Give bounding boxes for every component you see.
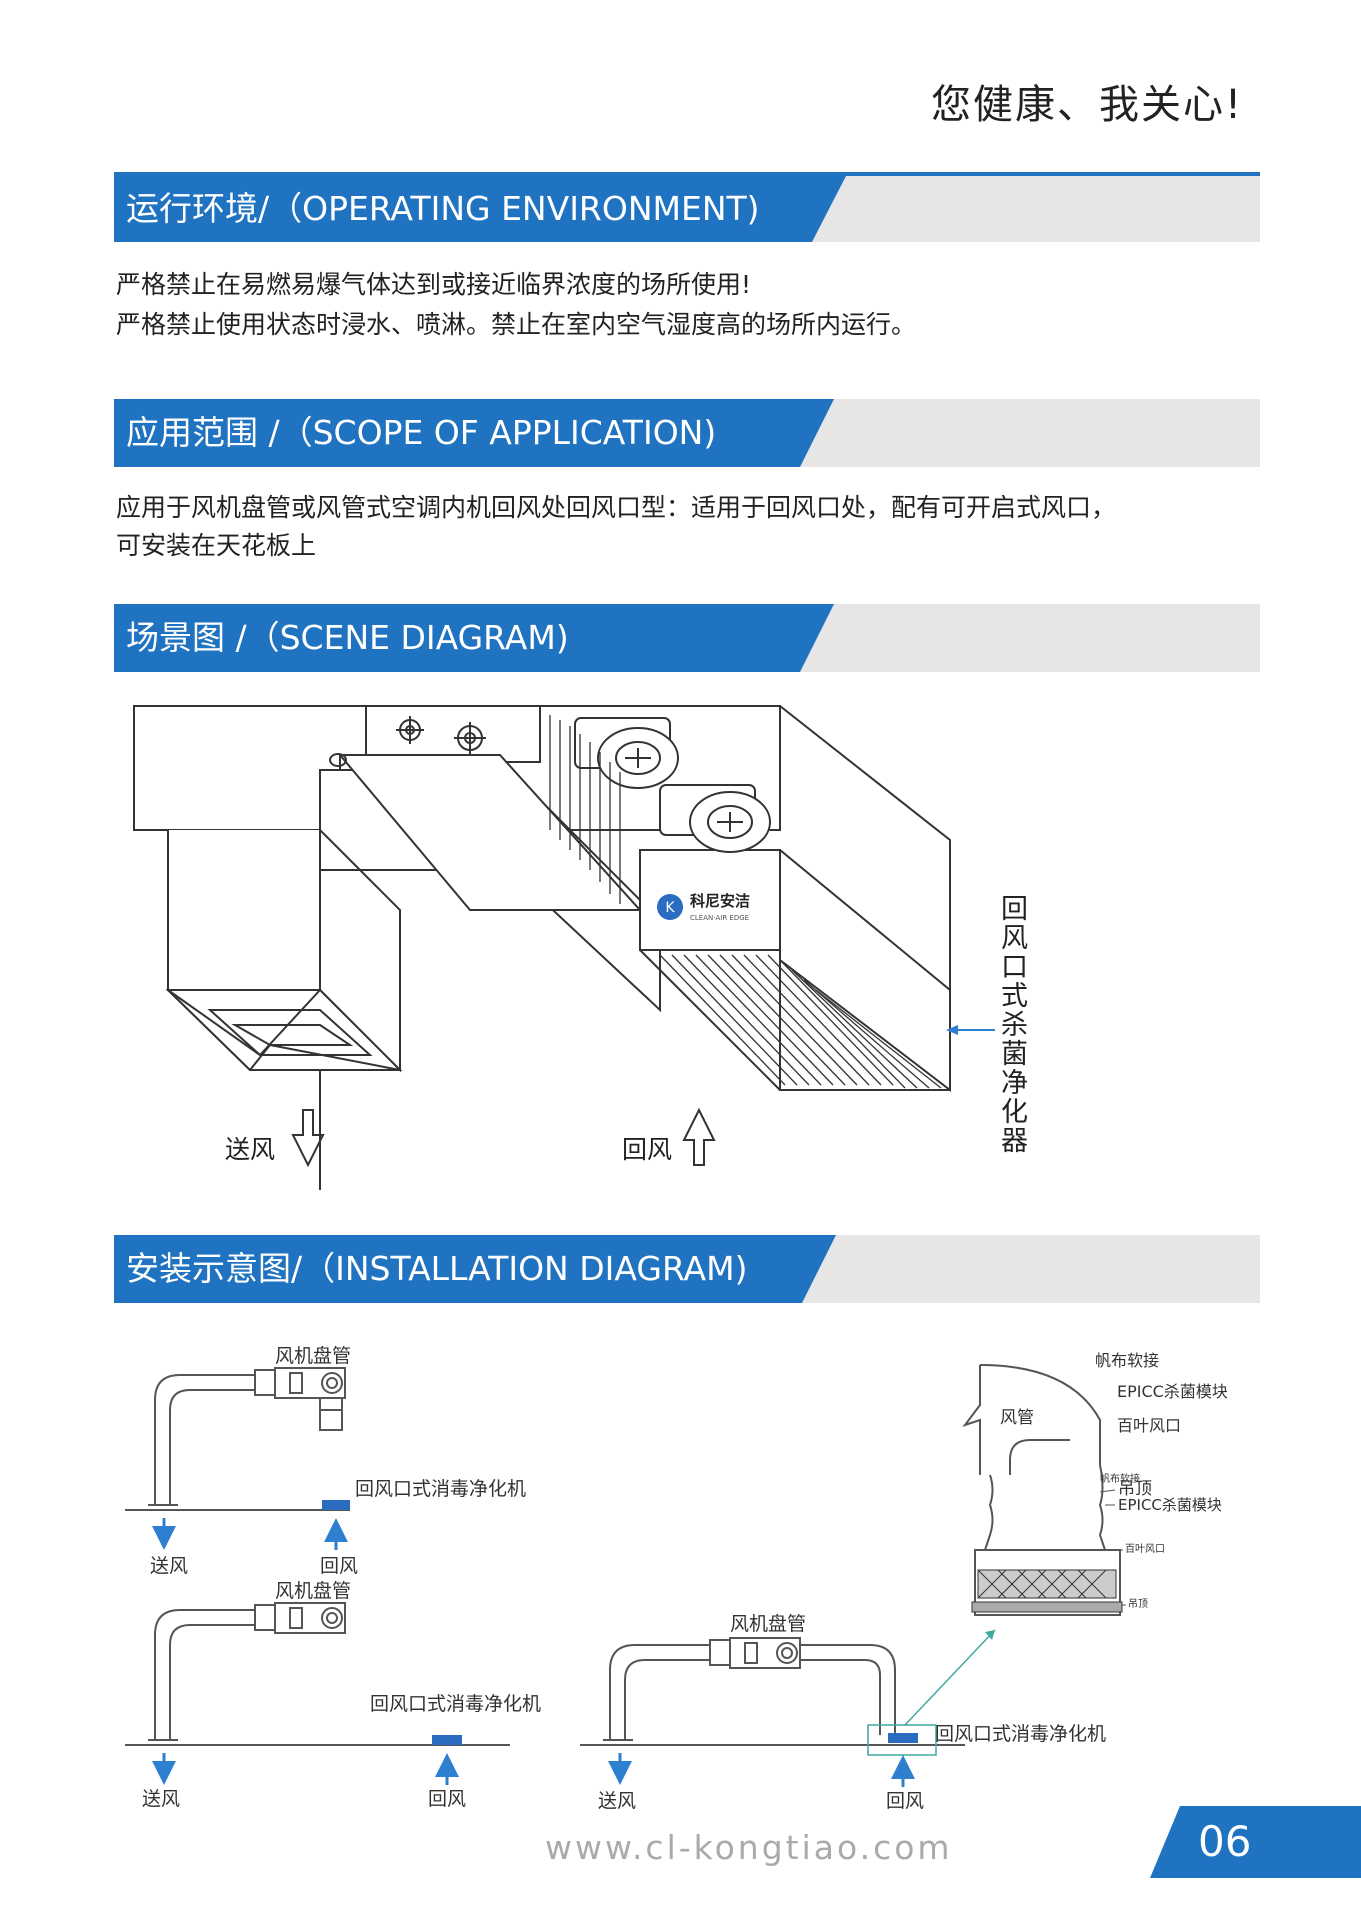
purifier-label-1: 回风口式消毒净化机 bbox=[355, 1478, 526, 1500]
section-header-scope: 应用范围 /（SCOPE OF APPLICATION) bbox=[114, 399, 1260, 467]
fan-coil-label-3: 风机盘管 bbox=[730, 1613, 806, 1635]
return-label-3: 回风 bbox=[886, 1790, 924, 1812]
fan-coil-label-1: 风机盘管 bbox=[275, 1345, 351, 1367]
return-label-2: 回风 bbox=[428, 1788, 466, 1810]
scene-supply-label: 送风 bbox=[225, 1135, 275, 1164]
section-title: 运行环境/（OPERATING ENVIRONMENT) bbox=[114, 176, 846, 242]
svg-text:K: K bbox=[665, 900, 675, 916]
section-header-scene: 场景图 /（SCENE DIAGRAM) bbox=[114, 604, 1260, 672]
detail-small-canvas: 帆布软接 bbox=[1100, 1472, 1140, 1485]
scope-line-1: 应用于风机盘管或风管式空调内机回风处回风口型：适用于回风口处，配有可开启式风口， bbox=[116, 493, 1117, 522]
fan-coil-label-2: 风机盘管 bbox=[275, 1580, 351, 1602]
footer-url: www.cl-kongtiao.com bbox=[545, 1828, 953, 1867]
detail-epicc-label: EPICC杀菌模块 bbox=[1117, 1382, 1228, 1401]
scene-return-label: 回风 bbox=[622, 1135, 672, 1164]
purifier-label-2: 回风口式消毒净化机 bbox=[370, 1693, 541, 1715]
section-header-operating-environment: 运行环境/（OPERATING ENVIRONMENT) bbox=[114, 172, 1260, 242]
detail-louver-label: 百叶风口 bbox=[1117, 1416, 1181, 1435]
environment-line-2: 严格禁止使用状态时浸水、喷淋。禁止在室内空气湿度高的场所内运行。 bbox=[116, 310, 917, 339]
detail-small-epicc: EPICC杀菌模块 bbox=[1118, 1496, 1222, 1514]
brand-logo: K bbox=[657, 894, 683, 920]
page-number: 06 bbox=[1150, 1806, 1361, 1878]
purifier-label-3: 回风口式消毒净化机 bbox=[935, 1723, 1106, 1745]
supply-arrow-icon bbox=[291, 1109, 325, 1168]
detail-small-ceiling: 吊顶 bbox=[1128, 1598, 1148, 1610]
brand-name-en: CLEAN·AIR EDGE bbox=[690, 914, 749, 922]
return-label-1: 回风 bbox=[320, 1555, 358, 1577]
environment-text: 严格禁止在易燃易爆气体达到或接近临界浓度的场所使用! 严格禁止使用状态时浸水、喷… bbox=[116, 265, 916, 345]
environment-line-1: 严格禁止在易燃易爆气体达到或接近临界浓度的场所使用! bbox=[116, 270, 752, 299]
scene-vertical-label: 回风口式杀菌净化器 bbox=[1001, 894, 1028, 1157]
return-arrow-icon bbox=[682, 1107, 716, 1166]
detail-ceiling-label: 吊顶 bbox=[1118, 1479, 1152, 1499]
scope-line-2: 可安装在天花板上 bbox=[116, 531, 317, 560]
section-header-installation: 安装示意图/（INSTALLATION DIAGRAM) bbox=[114, 1235, 1260, 1303]
brand-name-cn: 科尼安洁 bbox=[690, 892, 750, 910]
installation-diagram: 风机盘管 回风口式消毒净化机 送风 回风 风机盘管 回风口式消毒净化机 送风 回… bbox=[125, 1345, 1228, 1812]
detail-small-louver: 百叶风口 bbox=[1125, 1543, 1165, 1555]
slogan: 您健康、我关心! bbox=[930, 82, 1243, 128]
section-title: 应用范围 /（SCOPE OF APPLICATION) bbox=[114, 399, 834, 467]
scene-diagram: K 科尼安洁 CLEAN·AIR EDGE 送风 回风 bbox=[133, 705, 995, 1190]
section-title: 安装示意图/（INSTALLATION DIAGRAM) bbox=[114, 1235, 836, 1303]
detail-canvas-label: 帆布软接 bbox=[1095, 1351, 1159, 1370]
scope-text: 应用于风机盘管或风管式空调内机回风处回风口型：适用于回风口处，配有可开启式风口，… bbox=[116, 489, 1116, 565]
supply-label-2: 送风 bbox=[142, 1788, 180, 1810]
detail-duct-label: 风管 bbox=[1000, 1408, 1034, 1428]
section-title: 场景图 /（SCENE DIAGRAM) bbox=[114, 604, 834, 672]
supply-label-3: 送风 bbox=[598, 1790, 636, 1812]
supply-label-1: 送风 bbox=[150, 1555, 188, 1577]
